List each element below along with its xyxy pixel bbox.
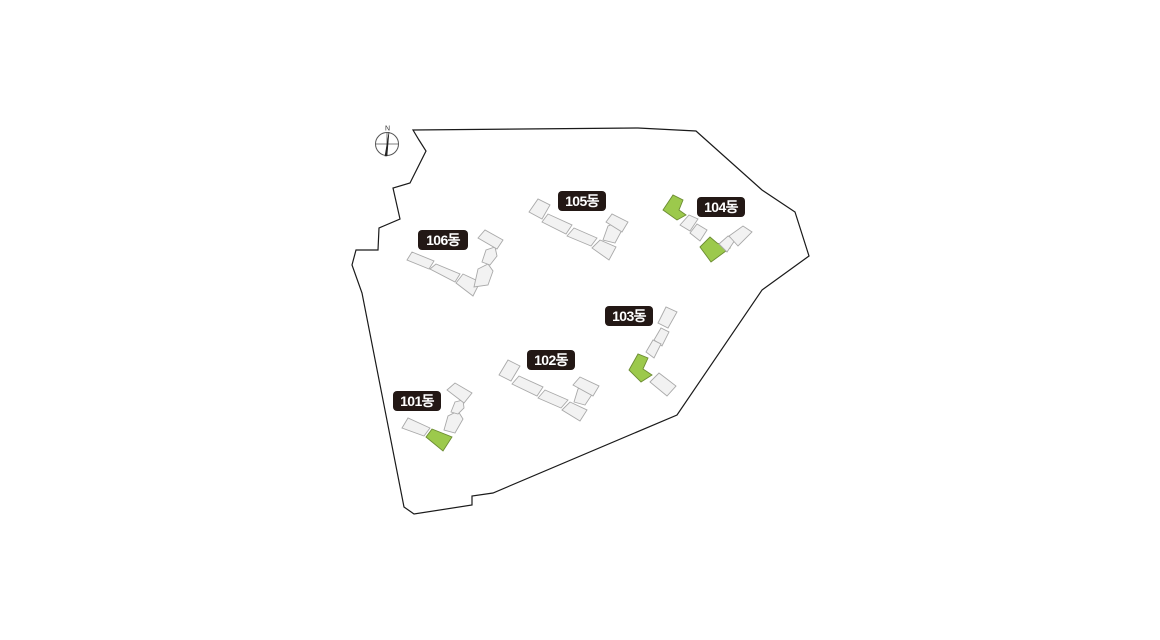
building-102[interactable]: 102동 bbox=[498, 350, 600, 422]
building-label-text: 103동 bbox=[612, 308, 647, 324]
building-label-text: 101동 bbox=[400, 393, 435, 409]
building-label-text: 105동 bbox=[565, 193, 600, 209]
building-105[interactable]: 105동 bbox=[528, 191, 629, 261]
building-label-text: 106동 bbox=[426, 232, 461, 248]
building-label-text: 102동 bbox=[534, 352, 569, 368]
building-label-105: 105동 bbox=[558, 191, 606, 211]
building-label-104: 104동 bbox=[697, 197, 745, 217]
building-label-101: 101동 bbox=[393, 391, 441, 411]
building-label-103: 103동 bbox=[605, 306, 653, 326]
building-106[interactable]: 106동 bbox=[406, 229, 504, 297]
building-label-text: 104동 bbox=[704, 199, 739, 215]
building-label-102: 102동 bbox=[527, 350, 575, 370]
building-103[interactable]: 103동 bbox=[605, 306, 678, 397]
building-101[interactable]: 101동 bbox=[393, 382, 473, 452]
site-boundary bbox=[351, 127, 810, 515]
compass-north-label: N bbox=[385, 126, 390, 133]
building-label-106: 106동 bbox=[418, 230, 468, 250]
building-104[interactable]: 104동 bbox=[662, 194, 753, 263]
compass-icon: N bbox=[375, 126, 399, 157]
